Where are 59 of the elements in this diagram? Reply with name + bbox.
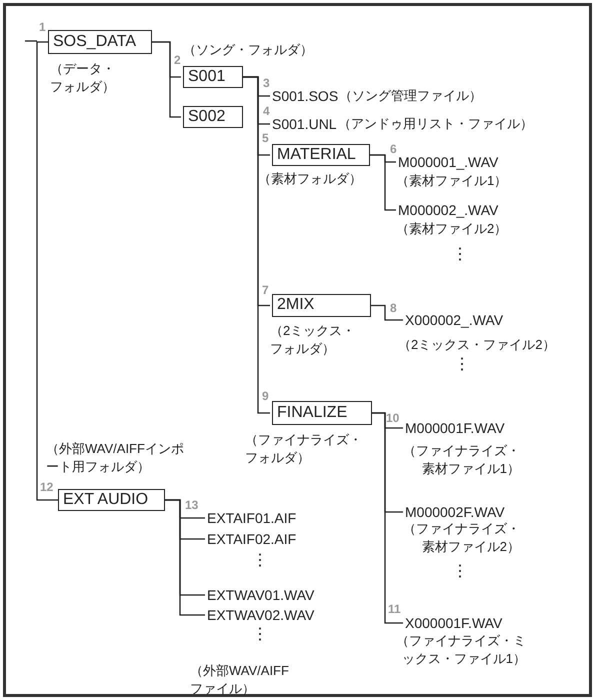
ellipsis-dots: ⋮ <box>252 626 268 642</box>
file-description: （ファイナライズ・素材ファイル1） <box>402 442 520 478</box>
connector-line <box>36 41 58 501</box>
connector-line <box>370 154 396 211</box>
ellipsis-dots: ⋮ <box>454 356 470 372</box>
file-name: M000002F.WAV <box>405 504 505 520</box>
file-name: S001.SOS <box>272 88 338 104</box>
callout-number: 10 <box>386 412 400 425</box>
file-name: M000001_.WAV <box>398 154 498 170</box>
ellipsis-dots: ⋮ <box>452 246 468 262</box>
folder-box: EXT AUDIO <box>58 489 165 511</box>
file-description: （アンドゥ用リスト・ファイル） <box>338 115 533 133</box>
file-name: EXTAIF01.AIF <box>207 510 296 526</box>
connector-line <box>165 499 205 616</box>
connector-line <box>372 412 403 624</box>
file-name: X000001F.WAV <box>405 615 502 631</box>
file-name: X000002_.WAV <box>405 312 504 328</box>
callout-number: 11 <box>388 603 401 616</box>
connector-line <box>152 41 181 118</box>
folder-box: SOS_DATA <box>48 30 152 54</box>
connector-line <box>243 76 270 414</box>
folder-description: （ファイナライズ・フォルダ） <box>245 431 363 467</box>
folder-box: 2MIX <box>272 294 371 317</box>
file-name: EXTWAV02.WAV <box>207 607 314 623</box>
ellipsis-dots: ⋮ <box>452 563 468 579</box>
callout-number: 9 <box>262 390 269 403</box>
file-description: （ソング管理ファイル） <box>339 87 482 105</box>
callout-number: 8 <box>390 302 397 315</box>
folder-box: MATERIAL <box>272 144 370 166</box>
file-name: S001.UNL <box>272 116 337 132</box>
folder-box: S002 <box>183 106 243 128</box>
file-description: （2ミックス・ファイル2） <box>398 336 556 354</box>
file-description: （素材ファイル2） <box>396 220 508 238</box>
folder-description: （素材フォルダ） <box>258 170 362 188</box>
callout-number: 12 <box>40 481 54 494</box>
folder-box: S001 <box>183 66 243 88</box>
callout-number: 1 <box>39 21 46 34</box>
file-name: EXTWAV01.WAV <box>207 587 314 603</box>
callout-number: 13 <box>185 499 198 512</box>
folder-description: （データ・フォルダ） <box>50 60 116 96</box>
file-name: M000002_.WAV <box>398 202 498 218</box>
file-description: （素材ファイル1） <box>396 172 508 190</box>
file-description: （ファイナライズ・素材ファイル2） <box>402 520 520 556</box>
connector-line <box>371 304 403 321</box>
callout-number: 2 <box>174 54 181 67</box>
callout-number: 5 <box>262 132 269 145</box>
file-description: （外部WAV/AIFFファイル） <box>190 662 290 698</box>
callout-number: 6 <box>390 143 397 156</box>
callout-number: 3 <box>263 77 270 90</box>
folder-description: （2ミックス・フォルダ） <box>270 322 356 358</box>
file-name: M000001F.WAV <box>405 420 505 436</box>
folder-description: （ソング・フォルダ） <box>183 41 313 59</box>
callout-number: 7 <box>262 284 269 297</box>
folder-box: FINALIZE <box>272 401 372 425</box>
callout-number: 4 <box>263 105 270 118</box>
ellipsis-dots: ⋮ <box>252 552 268 568</box>
file-description: （ファイナライズ・ミックス・ファイル1） <box>396 632 526 668</box>
folder-description: （外部WAV/AIFFインポート用フォルダ） <box>46 440 185 476</box>
file-name: EXTAIF02.AIF <box>207 531 296 547</box>
